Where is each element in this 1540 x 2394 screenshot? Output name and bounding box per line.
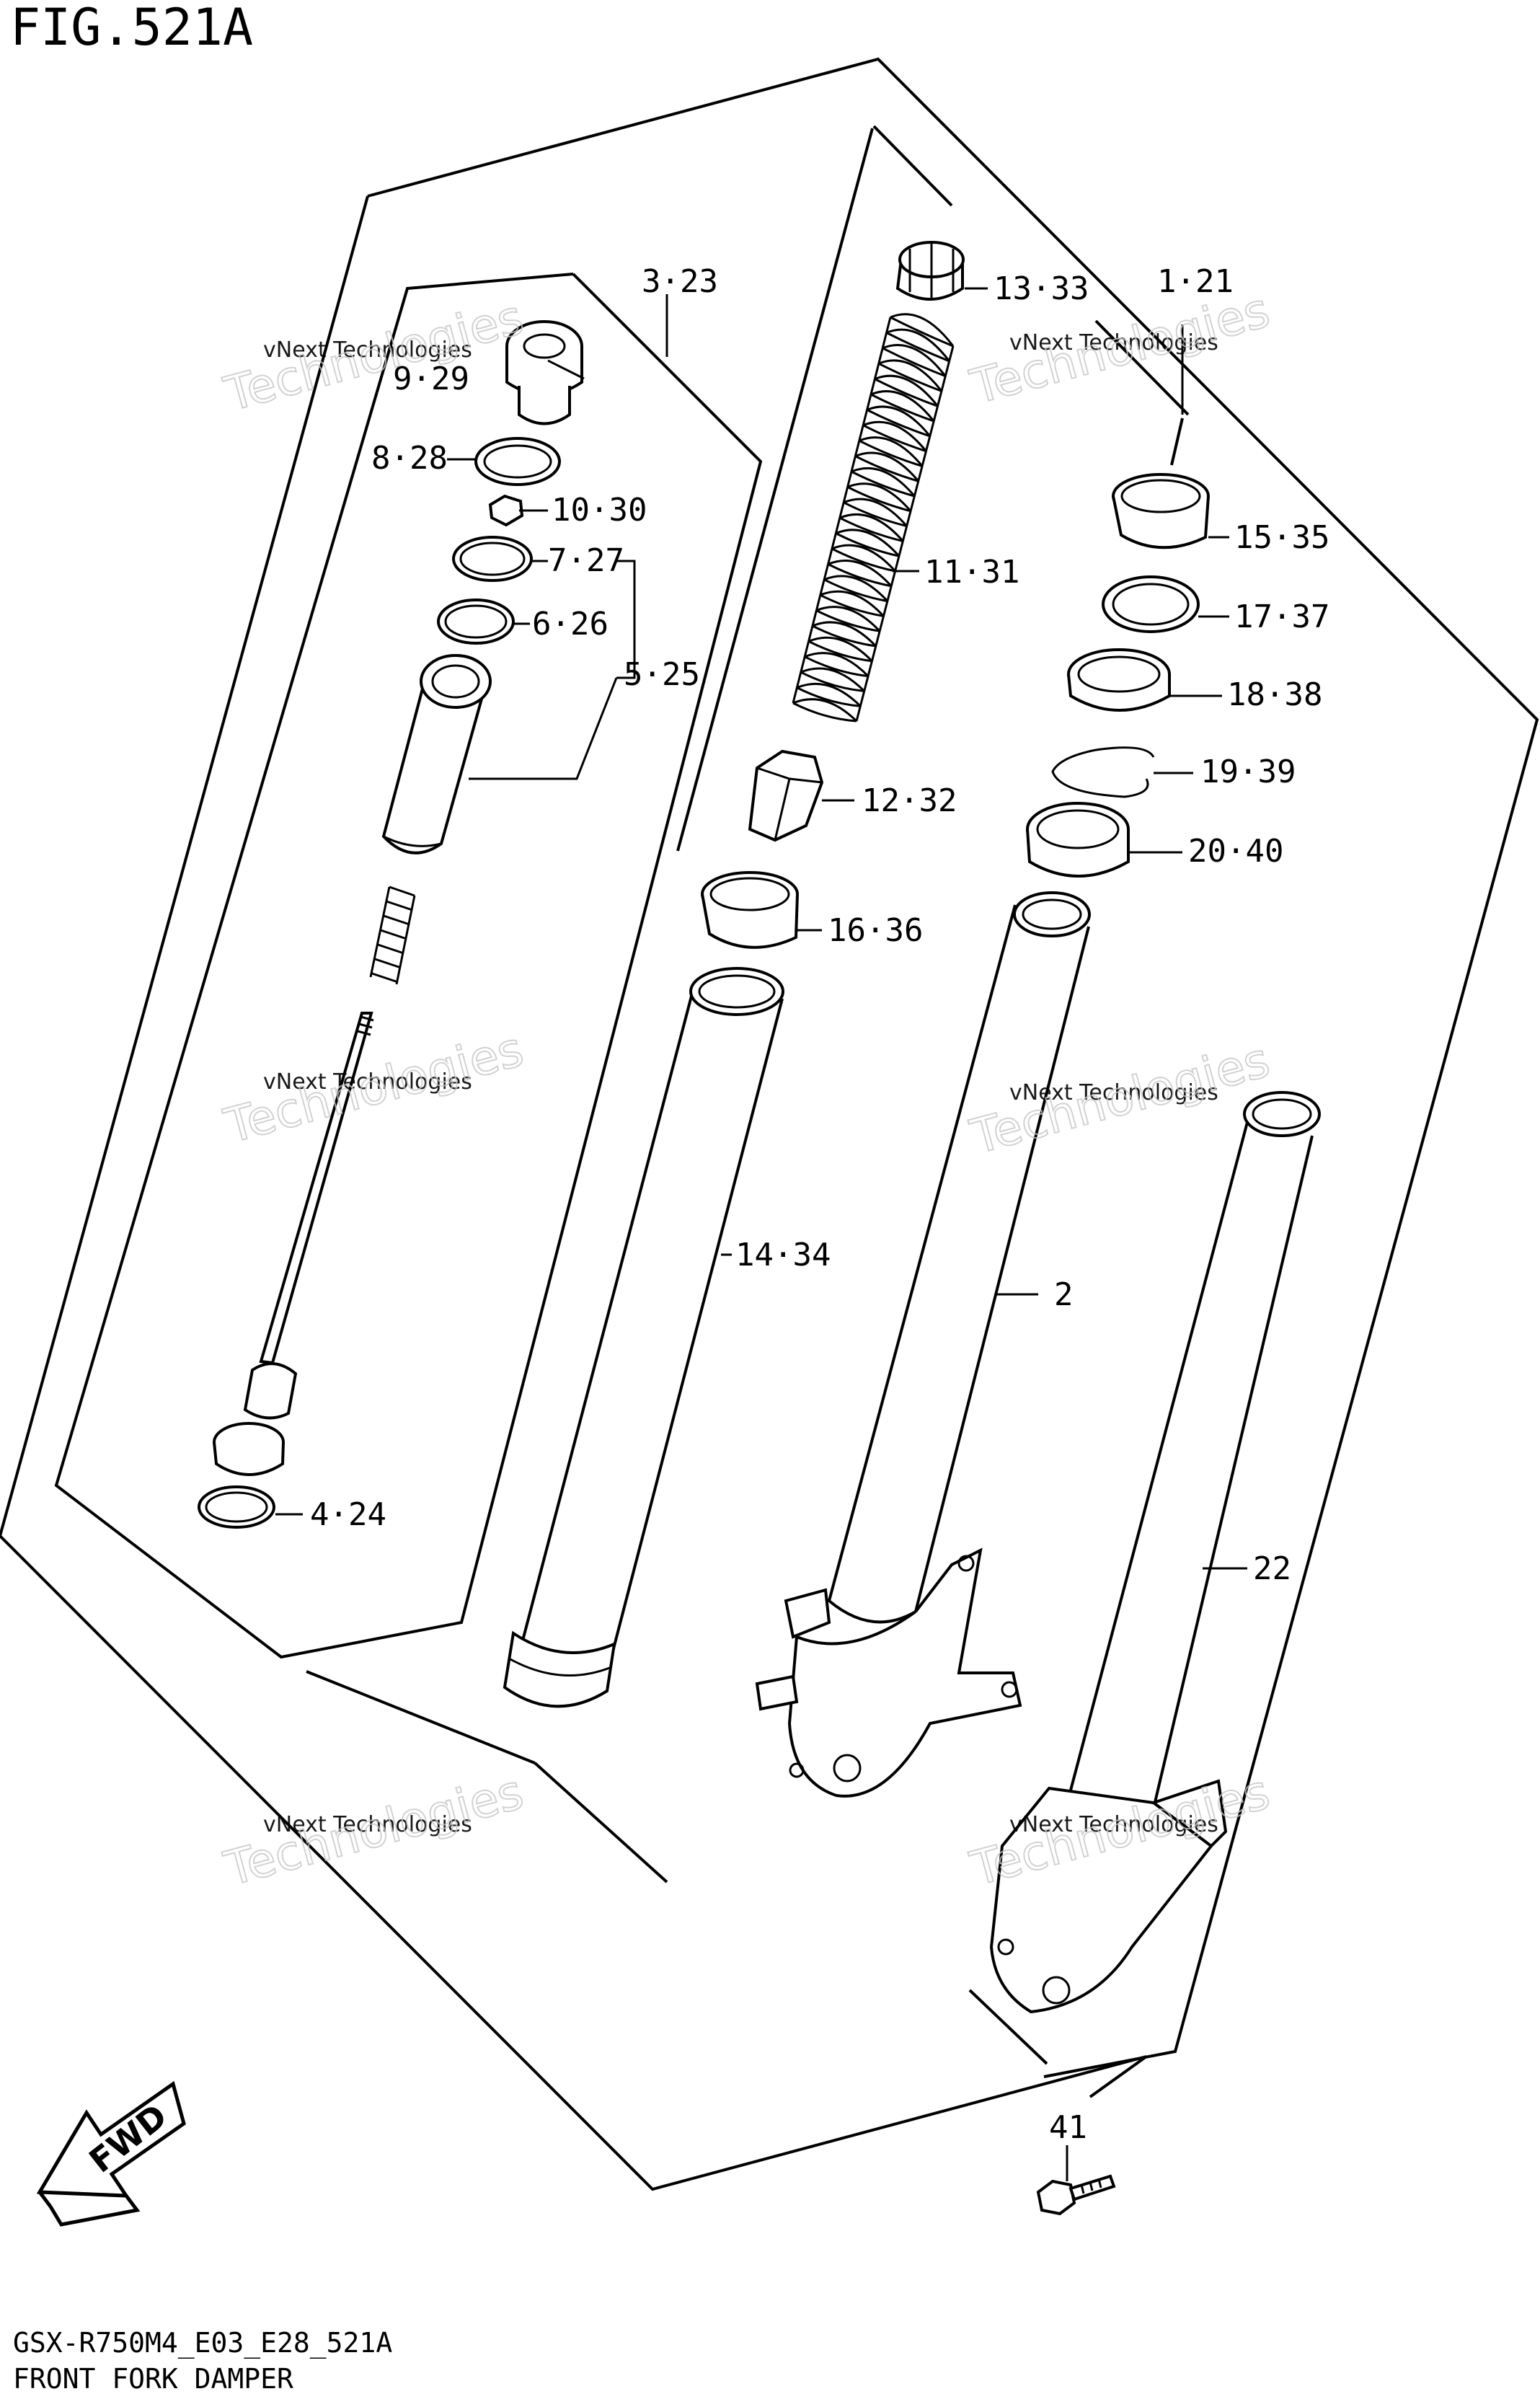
callout-2: 2 [1054,1276,1074,1313]
callout-9-29: 9·29 [393,361,469,397]
callout-3-23: 3·23 [642,263,718,300]
callout-22: 22 [1253,1550,1291,1587]
callout-1-21: 1·21 [1157,263,1234,300]
callout-6-26: 6·26 [532,606,609,642]
ring-7-27 [452,536,533,582]
spacer-12-32 [748,749,824,842]
outer-tube-2 [755,891,1091,1798]
nut-10-30 [488,494,524,527]
bushing-15-35 [1112,473,1210,549]
watermark-logo: Technologies [218,1021,528,1154]
oil-seal-18-38 [1067,648,1171,712]
washer-17-37 [1102,575,1200,633]
fwd-arrow: FWD [36,2080,186,2227]
watermark-text: vNext Technologies [263,337,472,363]
outer-frame-left [0,195,1147,2191]
watermark-logo: Technologies [218,1764,528,1896]
watermark-text: vNext Technologies [263,1812,472,1837]
callout-4-24: 4·24 [310,1496,386,1533]
frame-bolt-link [1089,2055,1148,2098]
damper-frame [54,273,763,1659]
callout-13-33: 13·33 [994,270,1089,307]
right-frame [1094,319,1190,416]
right-frame-leader [1170,418,1184,466]
middle-frame-link [306,1670,536,1764]
callout-5-25: 5·25 [624,656,700,693]
watermark-text: vNext Technologies [1009,1812,1218,1837]
o-ring-8-28-inner [483,444,552,479]
callout-labels: 3·23 9·29 8·28 10·30 7·27 6·26 5·25 4·24… [310,263,1329,2146]
figure-label: FIG.521A [10,0,253,57]
middle-frame-right [676,128,874,852]
callout-14-34: 14·34 [735,1237,831,1273]
ring-4-24-inner [205,1491,268,1523]
watermark-text: vNext Technologies [1009,1080,1218,1105]
washer-17-37-inner [1112,583,1190,626]
stopper-ring-19-39 [1051,746,1155,798]
callout-19-39: 19·39 [1200,754,1296,790]
callout-12-32: 12·32 [862,782,957,819]
callout-18-38: 18·38 [1227,676,1322,713]
section-title: FRONT FORK DAMPER [13,2363,293,2394]
middle-frame-bottom [534,1762,668,1883]
model-code: GSX-R750M4_E03_E28_521A [13,2327,392,2359]
callout-7-27: 7·27 [548,542,624,579]
ring-6-26 [437,598,515,645]
callout-10-30: 10·30 [552,492,647,529]
ring-7-27-inner [459,542,526,576]
bushing-16-36 [701,871,799,949]
callout-11-31: 11·31 [924,554,1019,591]
outer-tube-22 [989,1091,1321,2014]
spring-seat-13-33 [895,241,965,301]
bolt-41 [1036,2174,1116,2216]
callout-17-37: 17·37 [1234,598,1329,635]
cartridge-5-25 [381,654,492,854]
dust-seal-20-40 [1026,802,1130,878]
callout-8-28: 8·28 [371,440,448,477]
leader-lines [275,287,1247,2181]
ring-4-24 [198,1485,275,1529]
cap-bolt-9-29 [505,320,583,425]
inner-tube-14-34 [503,967,784,1708]
watermark-text: vNext Technologies [1009,330,1218,355]
right-frame-bottom [968,1989,1048,2065]
small-spring [369,885,416,985]
callout-20-40: 20·40 [1188,833,1283,870]
watermark-text: vNext Technologies [263,1069,472,1095]
middle-frame [872,125,953,207]
callout-16-36: 16·36 [828,912,923,949]
fork-spring-11-31 [792,313,955,723]
callout-15-35: 15·35 [1234,519,1329,556]
ring-6-26-inner [444,604,508,639]
callout-41: 41 [1049,2109,1087,2146]
damper-rod [213,1012,374,1476]
